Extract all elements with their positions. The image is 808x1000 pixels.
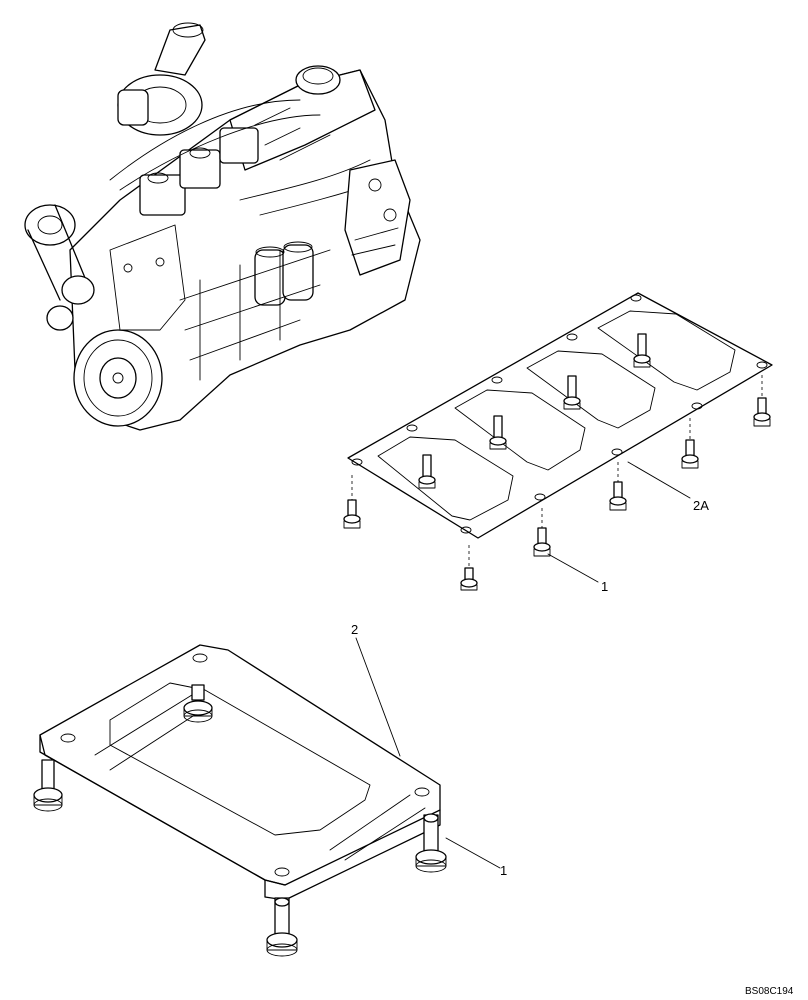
valve-cover [229,65,376,171]
gasket-mounting-holes [351,294,768,534]
upper-bolts [343,333,771,591]
turbocharger [117,22,206,136]
bolt [343,475,361,529]
filter-canisters [254,241,314,306]
gasket-windows [377,310,736,521]
bolt [753,375,771,427]
callout-bolt-upper: 1 [601,579,608,594]
alternator-and-belt [24,204,95,331]
callout-gasket: 2A [693,498,709,513]
crank-pulley [73,329,163,427]
injector-housings [139,127,259,216]
spacer-plate-2 [39,644,441,901]
engine-illustration [24,22,421,431]
callout-spacer-plate: 2 [351,622,358,637]
bolt [609,462,627,511]
lower-bolts [33,684,447,957]
bolt [415,813,447,873]
bolt [33,759,63,812]
reference-code: BS08C194 [745,986,794,997]
bolt [460,545,478,591]
bolt [533,508,551,557]
bolt [633,333,651,368]
bolt [266,897,298,957]
bolt [418,454,436,489]
callout-bolt-lower: 1 [500,863,507,878]
leader-lines [355,461,691,869]
bolt [681,418,699,469]
gasket-2a [347,292,773,539]
spacer-plate-holes [60,653,430,877]
bolt [489,415,507,450]
bolt [183,684,213,723]
bolt [563,375,581,410]
injection-pump [344,159,411,276]
